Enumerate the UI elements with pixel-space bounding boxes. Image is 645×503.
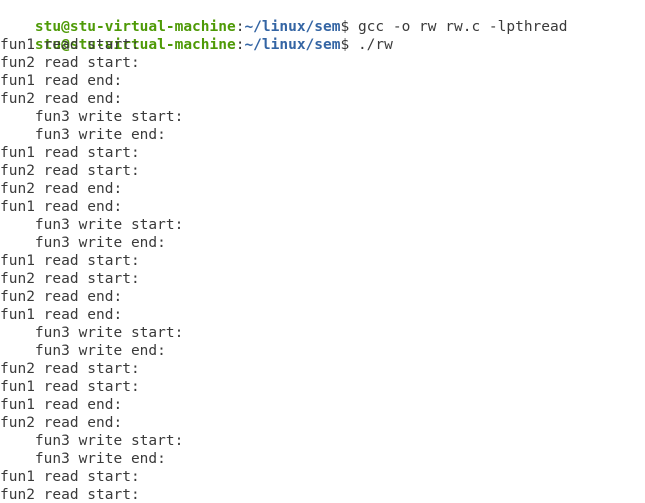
output-line: fun3 write end: [0, 127, 166, 143]
output-line: fun2 read end: [0, 289, 123, 305]
output-line: fun2 read end: [0, 91, 123, 107]
command-text: gcc -o rw rw.c -lpthread [357, 19, 568, 35]
prompt-line: stu@stu-virtual-machine:~/linux/sem$ ./r… [0, 18, 393, 53]
output-line: fun1 read start: [0, 37, 140, 53]
output-line: fun1 read start: [0, 253, 140, 269]
output-line: fun2 read start: [0, 55, 140, 71]
output-line: fun3 write start: [0, 217, 184, 233]
prompt-path: ~/linux/sem [244, 19, 341, 35]
prompt-user-host: stu@stu-virtual-machine [34, 19, 236, 35]
output-line: fun3 write start: [0, 109, 184, 125]
output-line: fun3 write start: [0, 433, 184, 449]
output-line: fun1 read start: [0, 379, 140, 395]
output-line: fun1 read start: [0, 145, 140, 161]
command-text: ./rw [357, 37, 393, 53]
prompt-dollar: $ [340, 19, 358, 35]
output-line: fun1 read start: [0, 469, 140, 485]
output-line: fun2 read start: [0, 361, 140, 377]
output-line: fun2 read start: [0, 163, 140, 179]
output-line: fun3 write end: [0, 451, 166, 467]
output-line: fun1 read end: [0, 307, 123, 323]
output-line: fun1 read end: [0, 73, 123, 89]
prompt-user-host: stu@stu-virtual-machine [34, 37, 236, 53]
output-line: fun2 read end: [0, 181, 123, 197]
output-line: fun3 write end: [0, 343, 166, 359]
output-line: fun3 write end: [0, 235, 166, 251]
output-line: fun2 read start: [0, 271, 140, 287]
output-line: fun2 read end: [0, 415, 123, 431]
prompt-line: stu@stu-virtual-machine:~/linux/sem$ gcc… [0, 0, 568, 35]
output-line: fun1 read end: [0, 199, 123, 215]
output-line: fun1 read end: [0, 397, 123, 413]
prompt-dollar: $ [340, 37, 358, 53]
prompt-path: ~/linux/sem [244, 37, 341, 53]
output-line: fun3 write start: [0, 325, 184, 341]
prompt-colon: : [235, 19, 245, 35]
output-line: fun2 read start: [0, 487, 140, 503]
prompt-colon: : [235, 37, 245, 53]
